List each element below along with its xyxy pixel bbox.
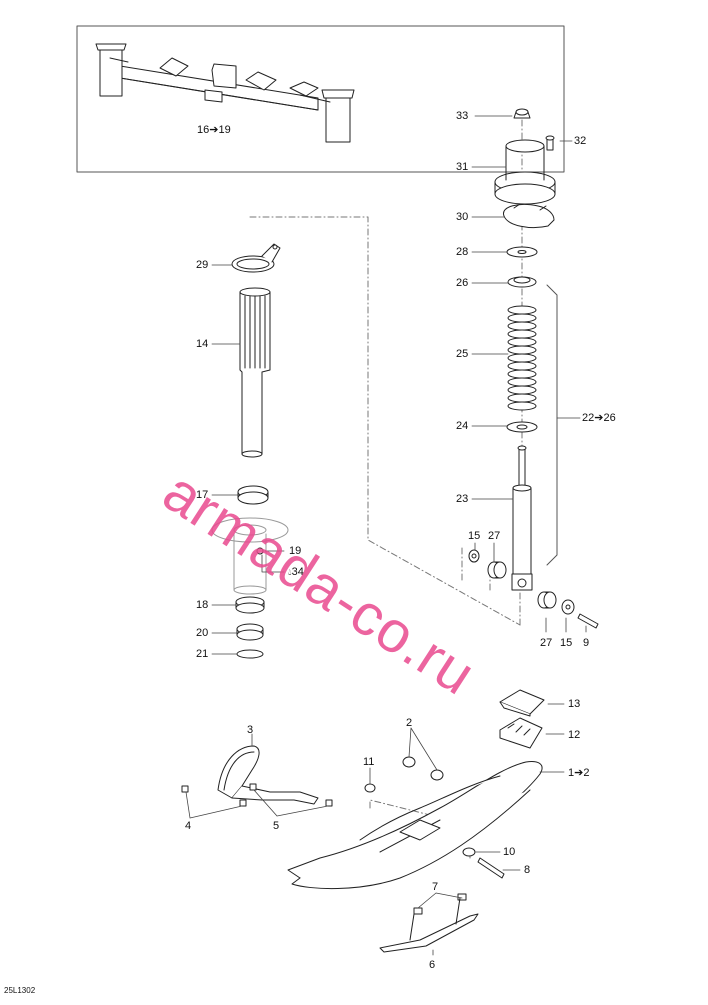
part-11-nut bbox=[364, 783, 376, 793]
label-17: 17 bbox=[196, 489, 209, 501]
part-27-bushing-right bbox=[537, 591, 557, 609]
label-10: 10 bbox=[503, 846, 516, 858]
label-20: 20 bbox=[196, 627, 209, 639]
label-12: 12 bbox=[568, 729, 581, 741]
drawing-code: 25L1302 bbox=[4, 986, 36, 995]
label-31: 31 bbox=[456, 161, 469, 173]
part-15-washer-left bbox=[468, 549, 480, 563]
part-12-wear-block bbox=[499, 717, 543, 749]
label-29: 29 bbox=[196, 259, 209, 271]
label-2: 2 bbox=[406, 717, 413, 729]
part-18-bushing bbox=[235, 596, 265, 614]
centerlines bbox=[249, 119, 523, 861]
label-34: 💧︎34 bbox=[288, 566, 304, 578]
part-21-circlip bbox=[236, 649, 264, 659]
label-15-left: 15 bbox=[468, 530, 481, 542]
part-7-nuts bbox=[413, 893, 467, 915]
label-33: 33 bbox=[456, 110, 469, 122]
label-25: 25 bbox=[456, 348, 469, 360]
label-13: 13 bbox=[568, 698, 581, 710]
part-33-nut bbox=[513, 108, 531, 119]
part-8-bolt bbox=[477, 857, 505, 879]
label-5: 5 bbox=[273, 820, 280, 832]
label-30: 30 bbox=[456, 211, 469, 223]
bracket-22-26 bbox=[546, 284, 558, 566]
part-9-bolt bbox=[577, 613, 599, 629]
part-28-washer bbox=[506, 246, 538, 258]
part-25-spring bbox=[507, 305, 537, 411]
label-32: 32 bbox=[574, 135, 587, 147]
part-13-ski-plate bbox=[499, 689, 545, 717]
label-27-right: 27 bbox=[540, 637, 553, 649]
part-24-spring-seat bbox=[506, 421, 538, 433]
part-23-shock bbox=[511, 445, 533, 591]
part-29-steering-arm-ring bbox=[231, 243, 281, 273]
part-15-washer-right bbox=[561, 599, 575, 615]
label-7: 7 bbox=[432, 881, 439, 893]
spindle-housing bbox=[211, 517, 289, 595]
part-30-retainer-ring bbox=[503, 203, 555, 229]
part-10-washer bbox=[462, 847, 476, 857]
oil-drop-icon: 💧︎ bbox=[288, 567, 292, 577]
part-2-bushings bbox=[402, 756, 444, 781]
part-32-screw bbox=[545, 135, 555, 151]
label-19: 19 bbox=[289, 545, 302, 557]
label-21: 21 bbox=[196, 648, 209, 660]
label-24: 24 bbox=[456, 420, 469, 432]
label-27-left: 27 bbox=[488, 530, 501, 542]
part-1-ski bbox=[287, 761, 543, 890]
label-11: 11 bbox=[363, 756, 375, 768]
part-19-grease-fitting bbox=[256, 547, 264, 555]
label-6: 6 bbox=[429, 959, 436, 971]
label-9: 9 bbox=[583, 637, 590, 649]
part-6-runner bbox=[379, 897, 479, 953]
leader-lines bbox=[185, 115, 587, 956]
label-4: 4 bbox=[185, 820, 192, 832]
label-8: 8 bbox=[524, 864, 531, 876]
label-1-2: 1➔2 bbox=[568, 767, 590, 779]
part-26-cup bbox=[507, 276, 537, 288]
inset-frame bbox=[76, 25, 565, 173]
part-31-upper-mount bbox=[494, 139, 556, 205]
label-15-right: 15 bbox=[560, 637, 573, 649]
label-26: 26 bbox=[456, 277, 469, 289]
label-16-19: 16➔19 bbox=[197, 124, 231, 136]
label-23: 23 bbox=[456, 493, 469, 505]
part-14-spindle bbox=[239, 287, 271, 458]
part-5-screws bbox=[249, 783, 333, 807]
part-4-screws bbox=[181, 785, 247, 807]
part-17-bushing bbox=[237, 485, 269, 505]
label-14: 14 bbox=[196, 338, 209, 350]
label-22-26: 22➔26 bbox=[582, 412, 616, 424]
part-27-bushing-left bbox=[487, 561, 507, 579]
cross-member bbox=[95, 43, 355, 143]
part-20-bushing bbox=[236, 623, 264, 641]
label-3: 3 bbox=[247, 724, 254, 736]
label-18: 18 bbox=[196, 599, 209, 611]
label-28: 28 bbox=[456, 246, 469, 258]
part-3-handle bbox=[217, 745, 319, 805]
